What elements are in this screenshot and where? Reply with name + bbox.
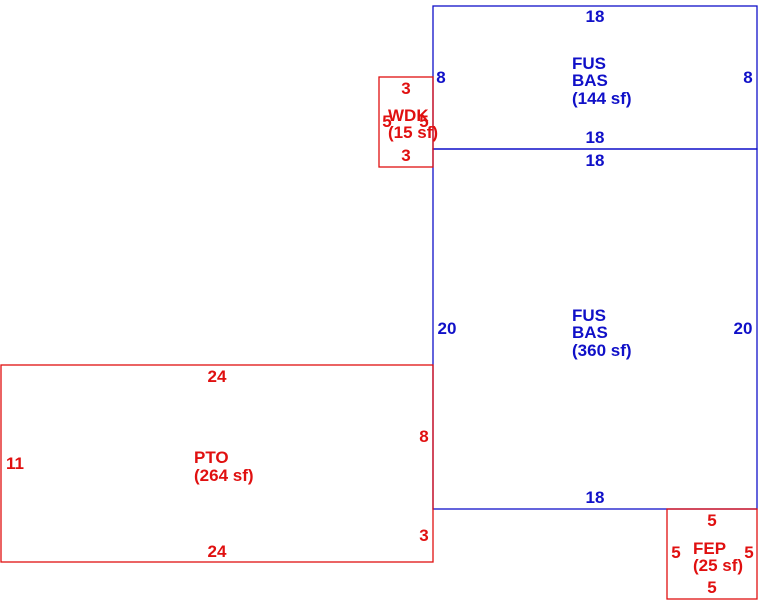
wdk-section: 3 5 5 3 WDK (15 sf) bbox=[378, 76, 438, 168]
fep-section: 5 5 5 5 FEP (25 sf) bbox=[666, 508, 758, 600]
upper-bas-section: 18 8 8 18 FUS BAS (144 sf) bbox=[432, 5, 758, 150]
pto-bottom-dimension: 24 bbox=[208, 542, 227, 561]
fep-area-code: FEP bbox=[693, 539, 726, 558]
wdk-area-value: (15 sf) bbox=[388, 123, 438, 142]
main-bas-left-dimension: 20 bbox=[438, 319, 457, 338]
fep-left-dimension: 5 bbox=[671, 543, 680, 562]
main-bas-bottom-dimension: 18 bbox=[586, 488, 605, 507]
pto-left-dimension: 11 bbox=[6, 454, 24, 473]
upper-bas-area-value: (144 sf) bbox=[572, 89, 632, 108]
wdk-area-code: WDK bbox=[388, 106, 429, 125]
main-bas-top-dimension: 18 bbox=[586, 151, 605, 170]
fep-top-dimension: 5 bbox=[707, 511, 716, 530]
main-bas-floor-code: FUS bbox=[572, 306, 606, 325]
main-bas-right-dimension: 20 bbox=[734, 319, 753, 338]
wdk-bottom-dimension: 3 bbox=[401, 146, 410, 165]
upper-bas-area-code: BAS bbox=[572, 71, 608, 90]
pto-top-dimension: 24 bbox=[208, 367, 227, 386]
main-bas-area-code: BAS bbox=[572, 323, 608, 342]
pto-area-code: PTO bbox=[194, 448, 229, 467]
pto-area-value: (264 sf) bbox=[194, 466, 254, 485]
main-bas-section: 18 20 20 18 FUS BAS (360 sf) bbox=[432, 148, 758, 510]
main-bas-area-value: (360 sf) bbox=[572, 341, 632, 360]
wdk-outline bbox=[378, 76, 434, 168]
wdk-top-dimension: 3 bbox=[401, 79, 410, 98]
fep-bottom-dimension: 5 bbox=[707, 578, 716, 597]
upper-bas-top-dimension: 18 bbox=[586, 7, 605, 26]
upper-bas-floor-code: FUS bbox=[572, 54, 606, 73]
pto-section: 24 11 8 3 24 PTO (264 sf) bbox=[0, 364, 434, 563]
pto-right-lower-dimension: 3 bbox=[419, 526, 428, 545]
fep-right-dimension: 5 bbox=[744, 543, 753, 562]
fep-area-value: (25 sf) bbox=[693, 556, 743, 575]
fep-outline bbox=[666, 508, 758, 600]
main-bas-outline bbox=[432, 148, 758, 510]
pto-right-upper-dimension: 8 bbox=[419, 427, 428, 446]
upper-bas-right-dimension: 8 bbox=[743, 68, 752, 87]
upper-bas-bottom-dimension: 18 bbox=[586, 128, 605, 147]
pto-outline bbox=[0, 364, 434, 563]
wdk-right-dimension: 5 bbox=[419, 112, 428, 131]
wdk-left-dimension: 5 bbox=[382, 112, 391, 131]
upper-bas-left-dimension: 8 bbox=[436, 68, 445, 87]
